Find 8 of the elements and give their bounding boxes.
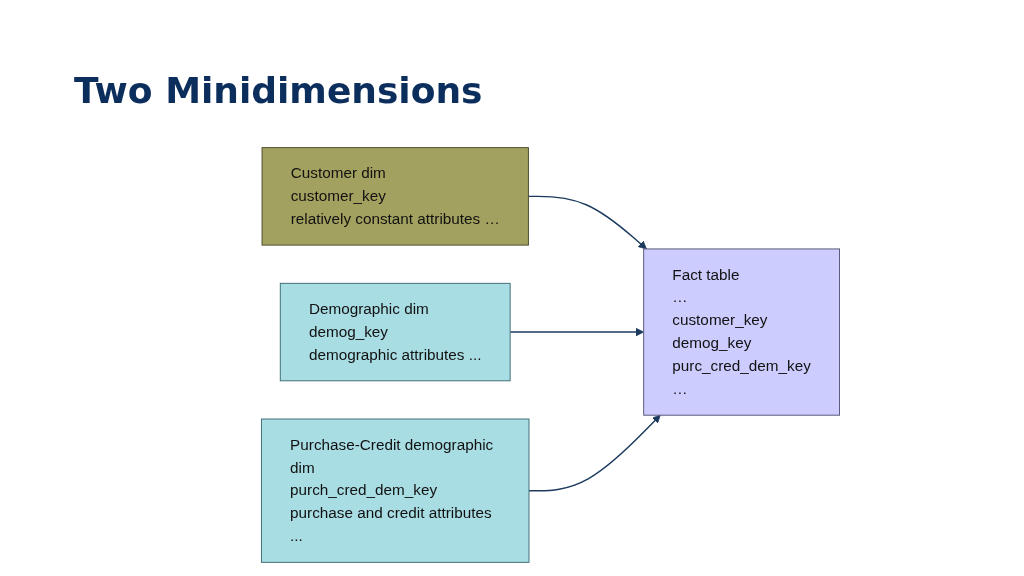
arrow bbox=[527, 414, 661, 492]
node-box: Fact table … customer_key demog_key purc_cred_dem_key … bbox=[642, 248, 840, 416]
node-box: Purchase-Credit demographic dim purch_cred_dem_key purchase and credit attributes ... bbox=[260, 418, 529, 563]
node-box: Customer dim customer_key relatively constant attributes … bbox=[261, 147, 529, 246]
arrow bbox=[508, 327, 644, 337]
arrow bbox=[527, 195, 647, 250]
node-box: Demographic dim demog_key demographic attributes ... bbox=[279, 282, 511, 382]
slide-title: Two Minidimensions bbox=[74, 70, 483, 111]
